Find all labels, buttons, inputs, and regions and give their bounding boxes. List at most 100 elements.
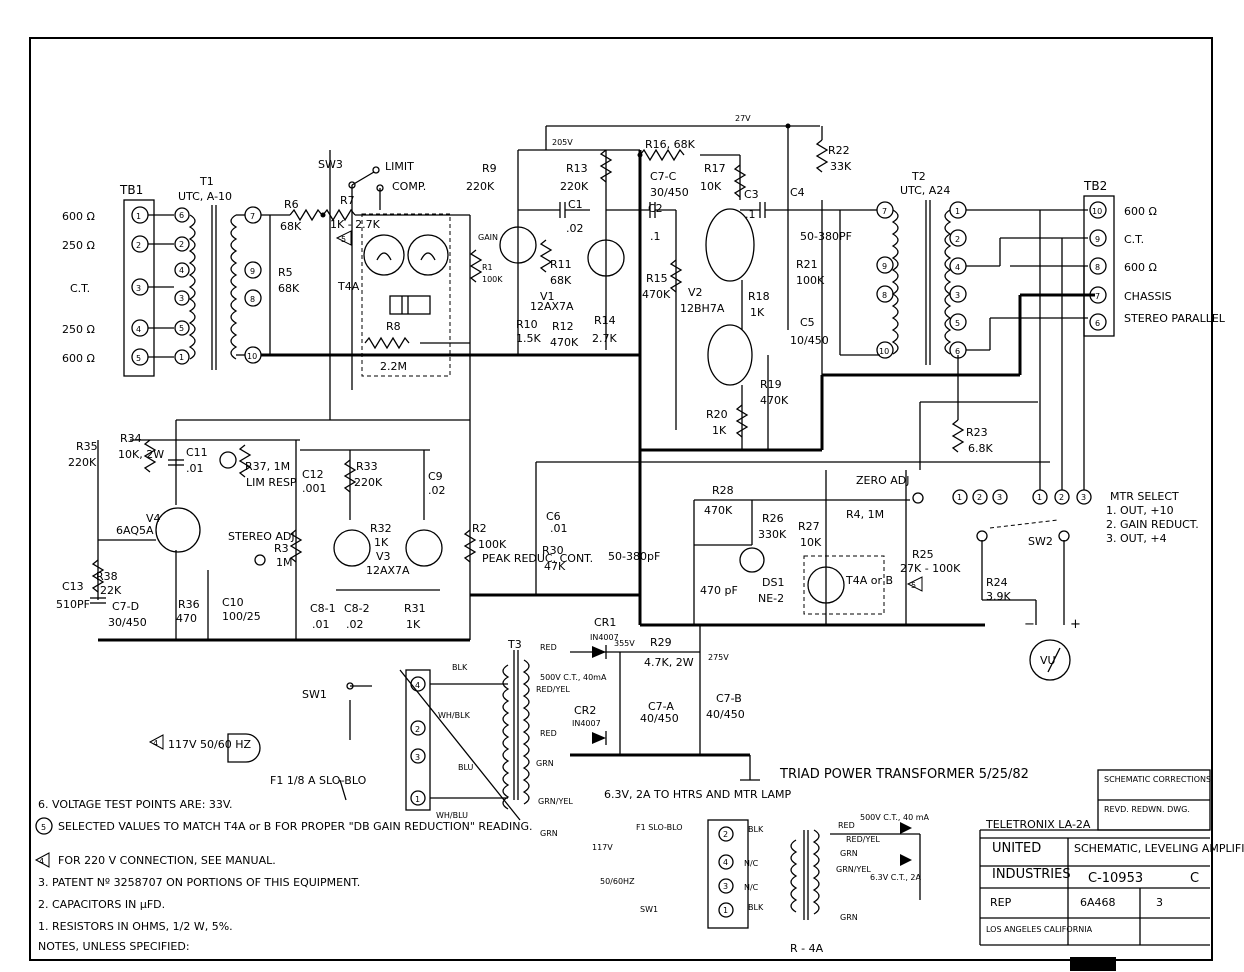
cr2-label: CR2: [574, 704, 596, 717]
c4-label: C4: [790, 186, 805, 199]
c13-label: C13: [62, 580, 84, 593]
tb2-title: TB2: [1083, 179, 1107, 193]
r16-c7c: R16, 68K C7-C 30/450 C2 .1 R15 470K: [606, 138, 740, 450]
tb1-terminal: 4 250 Ω: [62, 319, 149, 337]
c6-r30: C6 .01 R30 47K 50-380pF: [535, 450, 1050, 627]
r7-label: R7: [340, 194, 355, 207]
t2-pin: 8: [882, 291, 887, 300]
tb2-terminal: 8 600 Ω: [1089, 257, 1157, 275]
notes-heading: NOTES, UNLESS SPECIFIED:: [38, 940, 190, 953]
t1-pin: 7: [250, 212, 255, 221]
r9-label: R9: [482, 162, 497, 175]
r32-label: R32: [370, 522, 392, 535]
c5-value: 10/450: [790, 334, 829, 347]
rev-note: REVD. REDWN. DWG.: [1104, 805, 1190, 814]
note-4: FOR 220 V CONNECTION, SEE MANUAL.: [58, 854, 276, 867]
t3-blk: BLK: [452, 663, 468, 672]
svg-text:2: 2: [977, 493, 982, 502]
r33-value: 220K: [354, 476, 383, 489]
lim-resp-label: LIM RESP: [246, 476, 297, 489]
note-5: SELECTED VALUES TO MATCH T4A or B FOR PR…: [58, 820, 532, 833]
t1-type: UTC, A-10: [178, 190, 232, 203]
tb1-terminal: 2 250 Ω: [62, 235, 149, 253]
mtr-select-option: 1. OUT, +10: [1106, 504, 1174, 517]
r16-label: R16, 68K: [645, 138, 696, 151]
v2-tube-a: [705, 208, 755, 282]
svg-text:2: 2: [1059, 493, 1064, 502]
c7a-label: C7-A: [648, 700, 674, 713]
c3-label: C3: [744, 188, 759, 201]
tb1-terminal: 1 600 Ω: [62, 206, 149, 224]
note-2: 2. CAPACITORS IN μFD.: [38, 898, 165, 911]
svg-text:3: 3: [997, 493, 1002, 502]
svg-text:4: 4: [153, 739, 158, 748]
c82-label: C8-2: [344, 602, 370, 615]
t1-pin: 2: [179, 240, 184, 249]
svg-text:3: 3: [1081, 493, 1086, 502]
inset-blk: BLK: [748, 825, 764, 834]
mtr-select-option: 3. OUT, +4: [1106, 532, 1167, 545]
t3-grnyel: GRN/YEL: [538, 797, 573, 806]
r7-value: 1K - 2.7K: [330, 218, 381, 231]
r1-value: 100K: [482, 275, 503, 284]
ds1-type: NE-2: [758, 592, 784, 605]
c10-label: C10: [222, 596, 244, 609]
inset-label: R - 4A: [790, 942, 824, 955]
r20-label: R20: [706, 408, 728, 421]
limiter-section: SW3 LIMIT COMP. R7 1K - 2.7K 5 T4A R8 2.…: [318, 158, 503, 390]
stereo-adj-label: STEREO ADJ: [228, 530, 295, 543]
tb-industries: INDUSTRIES: [992, 867, 1071, 882]
tb-title: SCHEMATIC, LEVELING AMPLIFIER: [1074, 842, 1244, 855]
r12-label: R12: [552, 320, 574, 333]
heaters-label: 6.3V, 2A TO HTRS AND MTR LAMP: [604, 788, 791, 801]
r11-label: R11: [550, 258, 572, 271]
svg-text:−: −: [1024, 617, 1035, 632]
r34-label: R34: [120, 432, 142, 445]
ds1-label: DS1: [762, 576, 784, 589]
note-mark: 5: [41, 823, 46, 832]
triad-note: TRIAD POWER TRANSFORMER 5/25/82: [779, 767, 1029, 782]
r25-label: R25: [912, 548, 934, 561]
tb2-terminal: 7 CHASSIS: [1089, 286, 1172, 304]
r37-label: R37, 1M: [245, 460, 290, 473]
r30-label: R30: [542, 544, 564, 557]
tb2-terminal-num: 6: [1095, 319, 1100, 328]
tb2-terminal-board: TB2 10 600 Ω 9 C.T. 8 600 Ω 7 CHASSIS 6 …: [1083, 179, 1226, 337]
c82-value: .02: [346, 618, 364, 631]
tb1-terminal-label: 250 Ω: [62, 239, 95, 252]
r31-value: 1K: [406, 618, 421, 631]
tb-date: 6A468: [1080, 896, 1116, 909]
t1-pin: 3: [179, 294, 184, 303]
tb-sheet: 3: [1156, 896, 1163, 909]
r11-value: 68K: [550, 274, 572, 287]
tb-location: LOS ANGELES CALIFORNIA: [986, 925, 1093, 934]
t1-pin: 1: [179, 353, 184, 362]
r17-label: R17: [704, 162, 726, 175]
inset-nc2: N/C: [744, 883, 759, 892]
r38-value: 22K: [100, 584, 122, 597]
c7d-value: 30/450: [108, 616, 147, 629]
tb2-terminal-label: CHASSIS: [1124, 290, 1172, 303]
c7d-label: C7-D: [112, 600, 139, 613]
r6-label: R6: [284, 198, 299, 211]
svg-text:2: 2: [415, 725, 420, 734]
r22-label: R22: [828, 144, 850, 157]
v4-type: 6AQ5A: [116, 524, 154, 537]
sw3-comp-label: COMP.: [392, 180, 426, 193]
fuse-label: F1 1/8 A SLO-BLO: [270, 774, 367, 787]
inset-grnyel: GRN/YEL: [836, 865, 871, 874]
power-inset: 117V 50/60HZ F1 SLO-BLO SW1 2 4 3 1 BLK …: [592, 813, 929, 955]
tb2-terminal: 10 600 Ω: [1089, 201, 1157, 219]
inset-sw1: SW1: [640, 905, 658, 914]
t1-pin: 5: [179, 324, 184, 333]
note-mark: 4: [39, 857, 44, 866]
t4ab-cell: [807, 566, 845, 604]
r9-value: 220K: [466, 180, 495, 193]
c10-value: 100/25: [222, 610, 261, 623]
tb1-terminal-label: 250 Ω: [62, 323, 95, 336]
t4a-label: T4A: [337, 280, 360, 293]
cr1-type: IN4007: [590, 633, 619, 642]
r12-value: 470K: [550, 336, 579, 349]
tb2-terminal-num: 9: [1095, 235, 1100, 244]
r10-value: 1.5K: [516, 332, 541, 345]
